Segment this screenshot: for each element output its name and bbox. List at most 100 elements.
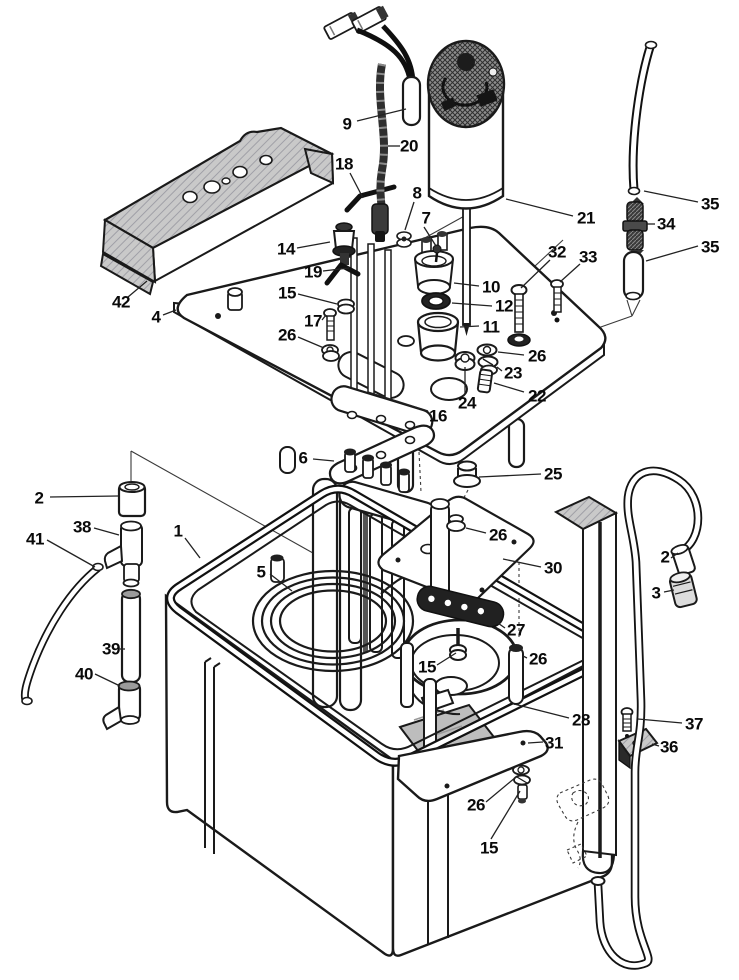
callout-32-19: 32	[548, 243, 566, 262]
part-bus-bar	[330, 385, 434, 436]
callout-leader-4-15	[162, 309, 177, 316]
callout-24-23: 24	[458, 394, 477, 413]
part-hose-35-lower	[622, 250, 645, 301]
part-tank	[164, 593, 616, 957]
part-gasket-27	[416, 585, 505, 628]
part-cover-channel	[99, 126, 335, 296]
callout-20-1: 20	[400, 137, 418, 156]
callout-leader-38-36	[93, 527, 120, 536]
callout-leader-33-20	[559, 263, 581, 283]
callout-26-46: 26	[467, 796, 485, 815]
part-nut-24	[454, 351, 476, 371]
callout-leader-1-38	[184, 537, 201, 559]
callout-leader-9-0	[356, 108, 407, 122]
callout-8-7: 8	[413, 184, 422, 203]
callout-leader-3-43	[663, 589, 675, 593]
callout-leader-14-9	[296, 241, 331, 249]
callout-leader-26-21	[497, 351, 525, 356]
part-bolt-33	[550, 279, 564, 323]
callout-1-38: 1	[174, 522, 183, 541]
callout-19-10: 19	[304, 263, 322, 282]
part-fitting-3	[669, 571, 698, 609]
wire-sleeve	[401, 75, 422, 127]
callout-leader-35-4	[643, 190, 699, 203]
part-barb-fitting-34	[622, 197, 648, 257]
callout-leader-15-11	[297, 293, 338, 305]
part-screw-7	[432, 244, 442, 263]
part-washer-26-topleft	[321, 344, 340, 362]
callout-26-31: 26	[529, 650, 547, 669]
callout-39-40: 39	[102, 640, 120, 659]
part-stud-22	[476, 368, 494, 394]
callout-5-39: 5	[257, 563, 266, 582]
standpipe	[430, 501, 450, 601]
callout-leader-18-2	[349, 172, 364, 199]
callout-21-3: 21	[577, 209, 595, 228]
callout-28-33: 28	[572, 711, 590, 730]
part-bent-rod-19	[324, 262, 361, 286]
callout-leader-27-30	[494, 620, 506, 629]
callout-26-13: 26	[278, 326, 296, 345]
callout-leader-28-33	[513, 703, 570, 719]
part-bottom-stack-26-15	[512, 764, 531, 804]
part-pump-shaft	[462, 202, 471, 336]
callout-37-44: 37	[685, 715, 703, 734]
callout-18-2: 18	[335, 155, 353, 174]
callout-36-45: 36	[660, 738, 678, 757]
part-washers-26-23	[476, 343, 499, 376]
callout-38-36: 38	[73, 518, 91, 537]
callout-leader-32-19	[520, 259, 551, 289]
callout-15-11: 15	[278, 284, 296, 303]
callout-15-47: 15	[480, 839, 498, 858]
part-elbow-38	[103, 520, 143, 588]
plate-legs	[279, 417, 526, 494]
callout-2-42: 2	[661, 548, 670, 567]
callout-leader-11-18	[459, 325, 480, 328]
callout-12-17: 12	[495, 297, 513, 316]
part-grommet-25	[453, 460, 481, 488]
part-hose-35-upper	[627, 40, 658, 196]
callout-leader-2-35	[49, 495, 119, 498]
callout-41-37: 41	[26, 530, 44, 549]
callout-leader-40-41	[94, 673, 121, 687]
part-grommet-8	[396, 231, 412, 248]
callout-leader-26-46	[485, 776, 517, 803]
callout-leader-12-17	[451, 302, 493, 307]
callout-26-28: 26	[489, 526, 507, 545]
callout-4-15: 4	[152, 308, 162, 327]
part-plate-30	[377, 495, 535, 604]
callout-6-26: 6	[299, 449, 308, 468]
callout-27-30: 27	[507, 621, 525, 640]
callout-10-16: 10	[482, 278, 500, 297]
callout-leader-7-8	[423, 226, 437, 247]
part-elbow-40	[102, 680, 142, 731]
part-bolt-37	[620, 707, 634, 738]
tie-rods	[350, 237, 392, 403]
part-filter-cup-11	[416, 311, 460, 362]
callout-leader-15-47	[490, 790, 521, 840]
callout-leader-35-6	[645, 245, 699, 262]
callout-3-43: 3	[652, 584, 661, 603]
part-cap-2-left	[117, 481, 147, 518]
part-motor	[426, 39, 506, 210]
callout-16-25: 16	[429, 407, 447, 426]
dotted-connector	[556, 778, 610, 869]
part-drain-hose	[590, 466, 703, 970]
callout-leader-6-26	[312, 458, 335, 462]
callout-31-34: 31	[545, 734, 563, 753]
part-washer-26-mid	[446, 514, 466, 532]
callout-11-18: 11	[483, 318, 500, 337]
callout-7-8: 7	[422, 209, 431, 228]
callout-leader-42-14	[127, 280, 148, 298]
callout-leader-25-27	[478, 473, 542, 478]
part-reservoir-pan-28	[401, 618, 519, 716]
part-wire-terminals	[323, 5, 422, 127]
part-spacer-26-lower	[508, 644, 524, 705]
part-tube-39	[120, 588, 142, 684]
part-bracket-31	[396, 729, 549, 803]
callout-leader-21-3	[505, 198, 574, 217]
cover-holes	[182, 154, 273, 204]
callout-leader-17-12	[321, 314, 327, 321]
callout-leader-30-29	[502, 558, 542, 568]
